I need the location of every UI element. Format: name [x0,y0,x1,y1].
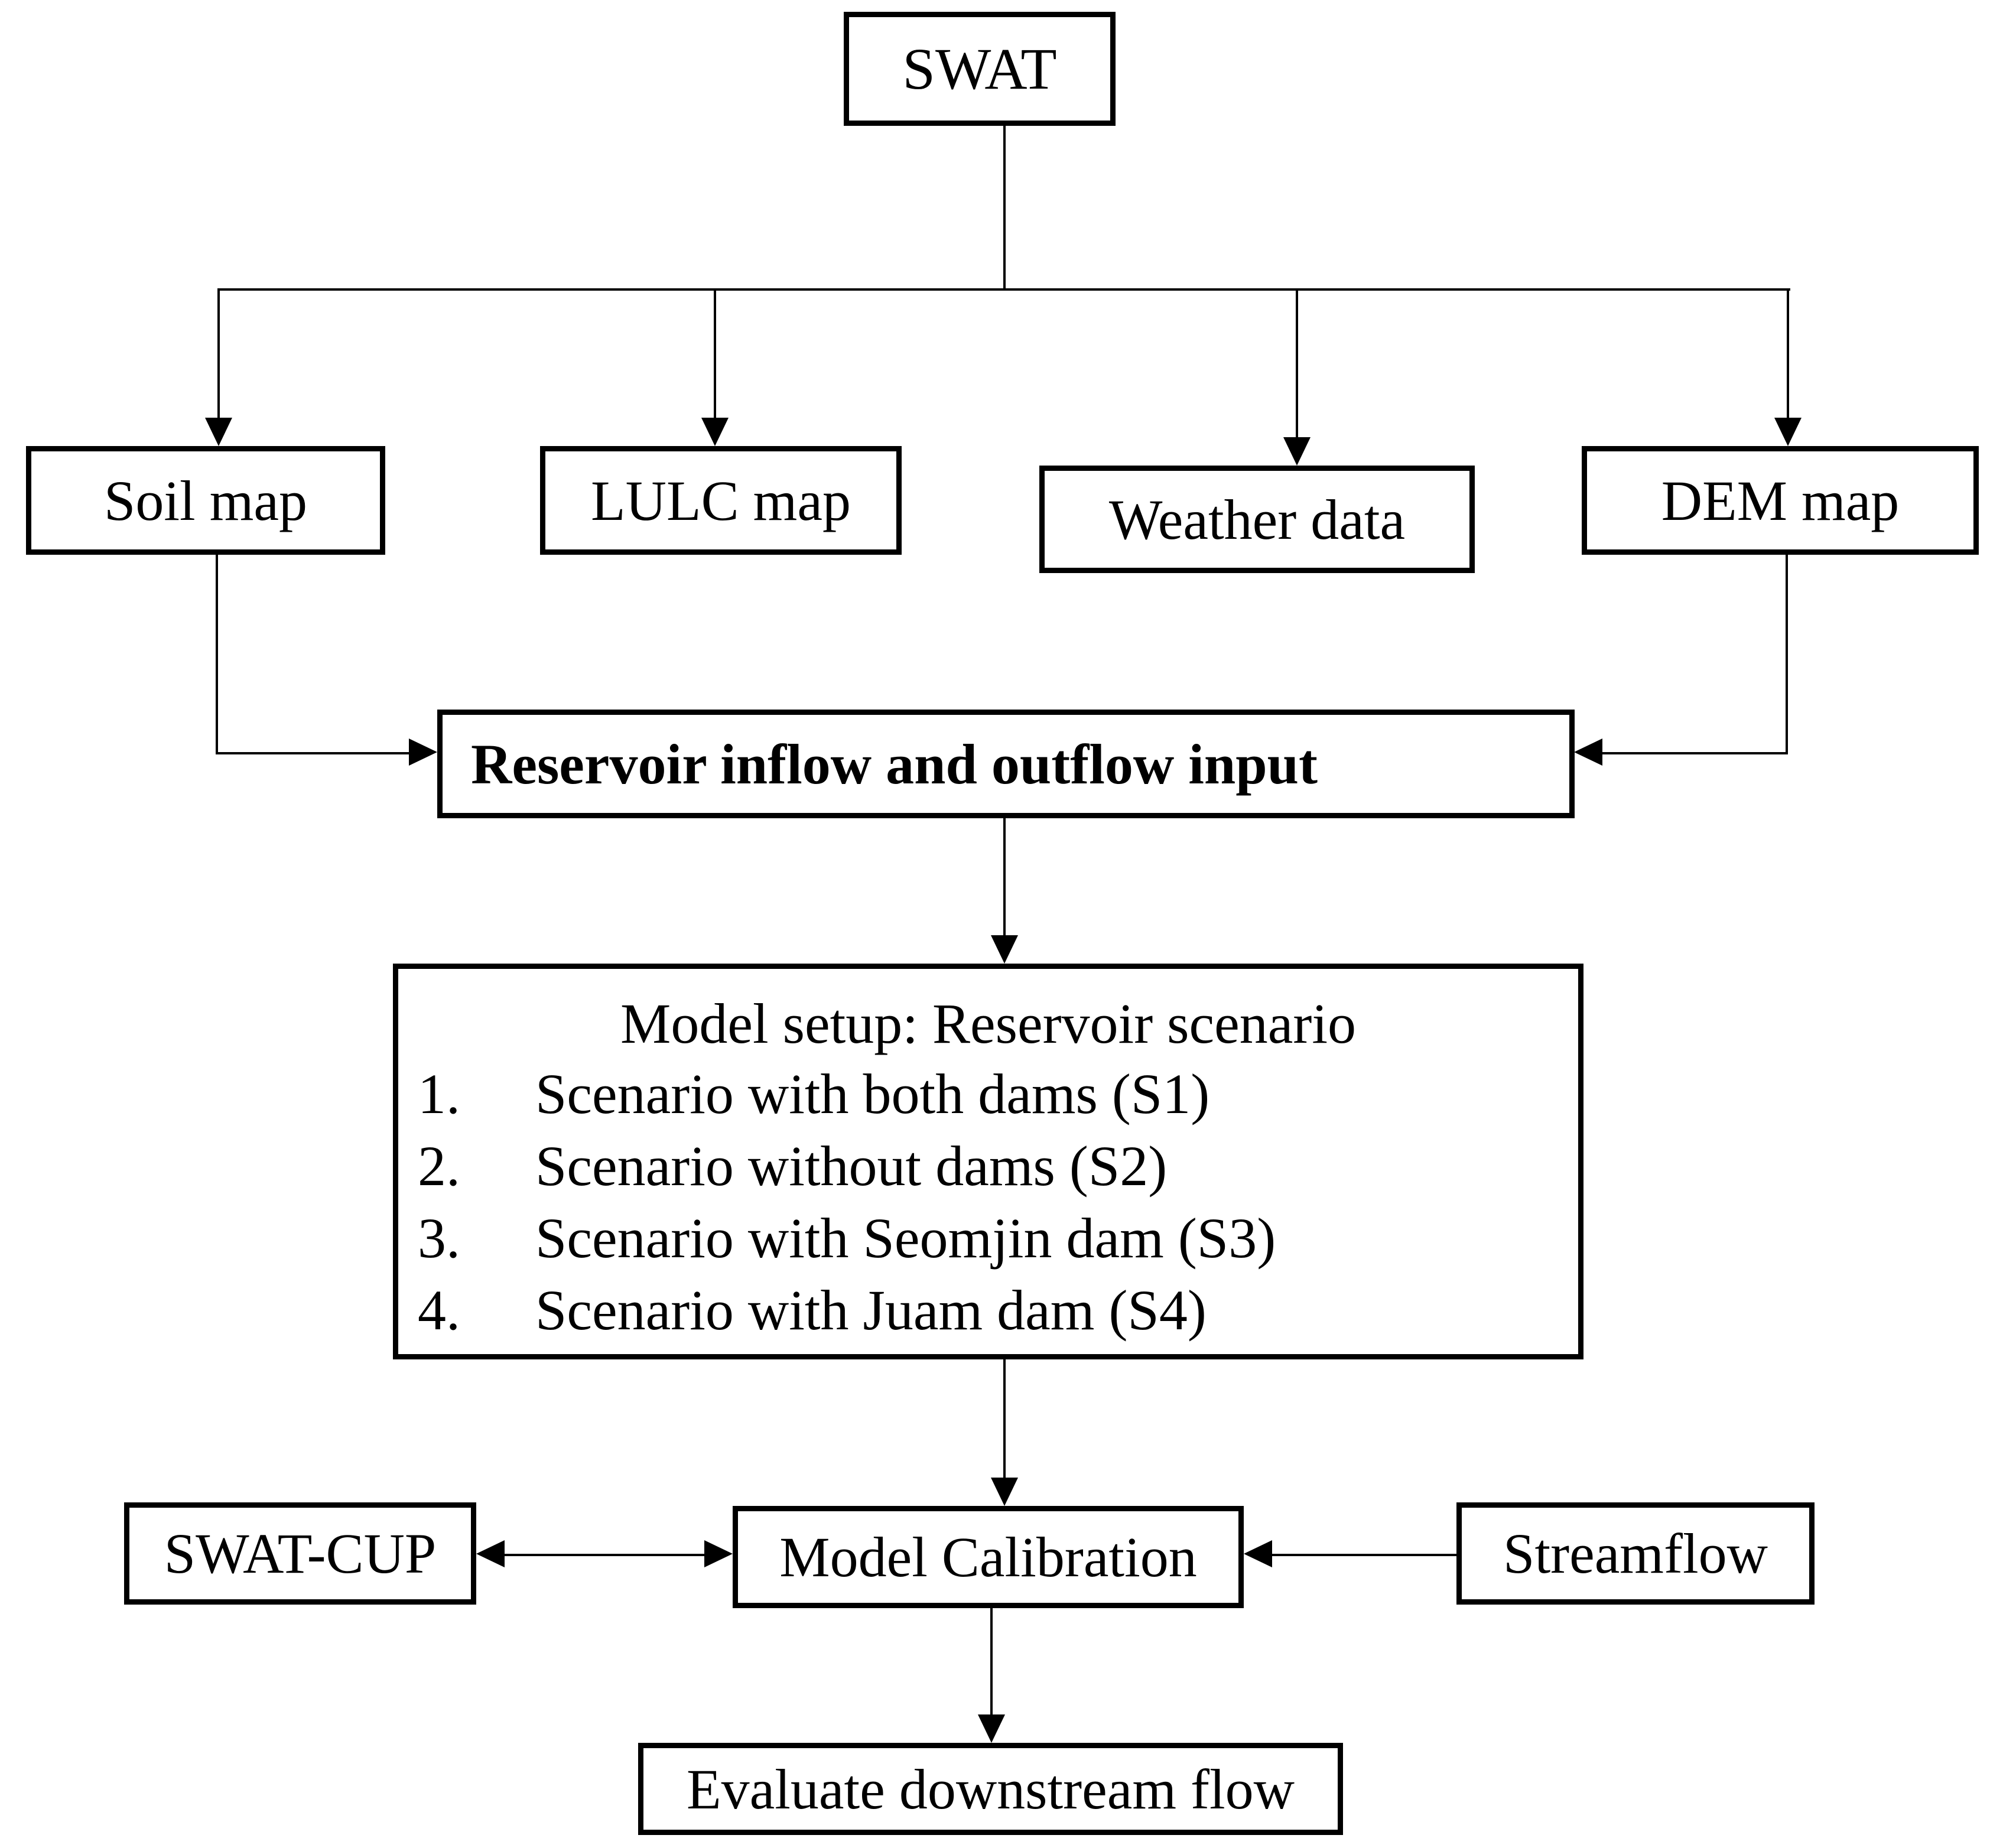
node-swat-cup: SWAT-CUP [124,1502,476,1605]
model-setup-item-1-text: Scenario with both dams (S1) [535,1062,1210,1125]
model-setup-item-3-number: 3. [418,1206,460,1270]
arrowhead-to-calibration-from-swatcup [704,1540,733,1567]
arrowhead-dem-to-reservoir [1574,738,1602,766]
node-model-calibration: Model Calibration [733,1506,1244,1608]
model-setup-item-1-number: 1. [418,1062,460,1125]
connector-drop-lulc-map [714,288,716,421]
arrowhead-to-weather-data [1283,437,1311,466]
node-weather-data: Weather data [1039,466,1475,573]
model-setup-item-4-text: Scenario with Juam dam (S4) [535,1278,1207,1342]
connector-branch-line [219,288,1790,291]
connector-streamflow-calibration [1267,1554,1458,1556]
model-setup-item-3-text: Scenario with Seomjin dam (S3) [535,1206,1276,1270]
model-setup-item-1: 1. Scenario with both dams (S1) [398,1058,1578,1130]
node-soil-map-label: Soil map [103,468,307,532]
arrowhead-reservoir-to-setup [991,935,1018,964]
node-streamflow-label: Streamflow [1503,1522,1768,1585]
node-dem-map: DEM map [1582,446,1979,555]
node-reservoir-input-label: Reservoir inflow and outflow input [471,732,1318,796]
connector-soil-to-reservoir-vertical [216,555,218,754]
node-weather-data-label: Weather data [1108,487,1406,551]
node-swat-label: SWAT [902,36,1057,102]
node-streamflow: Streamflow [1456,1502,1815,1605]
arrowhead-soil-to-reservoir [409,738,437,766]
node-reservoir-input: Reservoir inflow and outflow input [437,710,1575,818]
connector-drop-soil-map [217,288,220,421]
connector-calibration-to-evaluate [990,1608,993,1719]
arrowhead-setup-to-calibration [991,1478,1018,1506]
arrowhead-streamflow-to-calibration [1244,1540,1272,1567]
connector-drop-dem-map [1787,288,1789,421]
arrowhead-to-lulc-map [701,418,729,446]
model-setup-item-4: 4. Scenario with Juam dam (S4) [398,1274,1578,1346]
connector-drop-weather-data [1296,288,1298,441]
node-evaluate-downstream-flow: Evaluate downstream flow [638,1743,1343,1835]
model-setup-item-3: 3. Scenario with Seomjin dam (S3) [398,1202,1578,1274]
connector-dem-to-reservoir-horizontal [1600,752,1788,754]
connector-setup-to-calibration [1003,1359,1006,1482]
node-lulc-map: LULC map [540,446,902,555]
model-setup-item-2-number: 2. [418,1134,460,1198]
node-soil-map: Soil map [26,446,385,555]
node-evaluate-downstream-flow-label: Evaluate downstream flow [687,1757,1295,1821]
connector-swat-stem [1003,126,1006,289]
model-setup-item-2: 2. Scenario without dams (S2) [398,1130,1578,1202]
connector-swatcup-calibration [499,1554,712,1556]
arrowhead-to-dem-map [1774,418,1802,446]
model-setup-title: Model setup: Reservoir scenario [620,992,1356,1055]
connector-soil-to-reservoir-horizontal [216,752,414,754]
arrowhead-calibration-to-evaluate [978,1714,1005,1743]
node-model-setup: Model setup: Reservoir scenario 1. Scena… [393,964,1583,1359]
node-lulc-map-label: LULC map [591,468,851,532]
arrowhead-to-swatcup [476,1540,505,1567]
arrowhead-to-soil-map [205,418,232,446]
connector-reservoir-to-setup [1003,818,1006,939]
node-model-calibration-label: Model Calibration [779,1525,1197,1589]
model-setup-item-2-text: Scenario without dams (S2) [535,1134,1168,1198]
node-swat-cup-label: SWAT-CUP [164,1522,437,1585]
node-swat: SWAT [844,12,1116,126]
connector-dem-to-reservoir-vertical [1786,555,1788,754]
node-dem-map-label: DEM map [1661,468,1900,532]
model-setup-item-4-number: 4. [418,1278,460,1342]
